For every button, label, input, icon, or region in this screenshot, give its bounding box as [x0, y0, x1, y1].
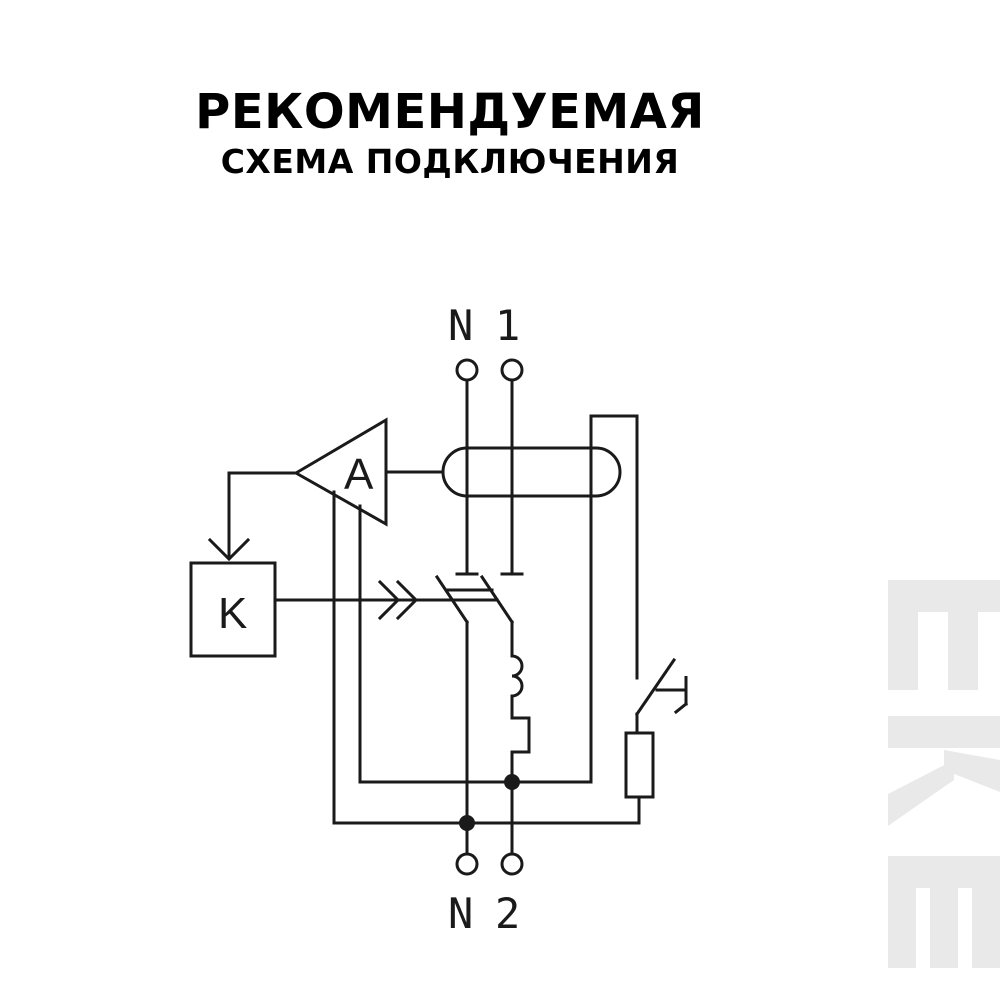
terminal-label-bottom-2: 2: [495, 889, 520, 938]
test-button-blade: [634, 657, 677, 717]
amplifier-supply-loop: [358, 504, 514, 784]
current-transformer: [441, 446, 622, 498]
relay-label: K: [218, 589, 247, 638]
relay-box: [189, 561, 277, 658]
amplifier-label: A: [344, 450, 374, 499]
linkage-chevron-1: [377, 579, 401, 621]
test-resistor: [624, 731, 655, 799]
ekf-watermark-logo: [888, 580, 1000, 968]
terminal-label-top-n: N: [448, 301, 473, 350]
n-return-bus: [332, 490, 641, 825]
terminal-label-top-1: 1: [495, 301, 520, 350]
terminal-top-n: [455, 358, 479, 382]
terminal-label-bottom-n: N: [448, 889, 473, 938]
terminal-bottom-n: [455, 852, 479, 876]
thermal-coil: [510, 654, 524, 698]
title-line-1: РЕКОМЕНДУЕМАЯ: [195, 84, 705, 140]
overload-element: [510, 694, 531, 856]
test-button-actuator: [655, 676, 688, 706]
terminal-top-1: [500, 358, 524, 382]
test-circuit-wire: [510, 414, 639, 784]
title-line-2: СХЕМА ПОДКЛЮЧЕНИЯ: [220, 142, 680, 181]
linkage-chevron-2: [395, 579, 419, 621]
amplifier-to-relay-wire: [227, 471, 298, 560]
relay-input-arrow: [207, 537, 251, 562]
test-button-tick: [673, 701, 689, 715]
terminal-bottom-2: [500, 852, 524, 876]
